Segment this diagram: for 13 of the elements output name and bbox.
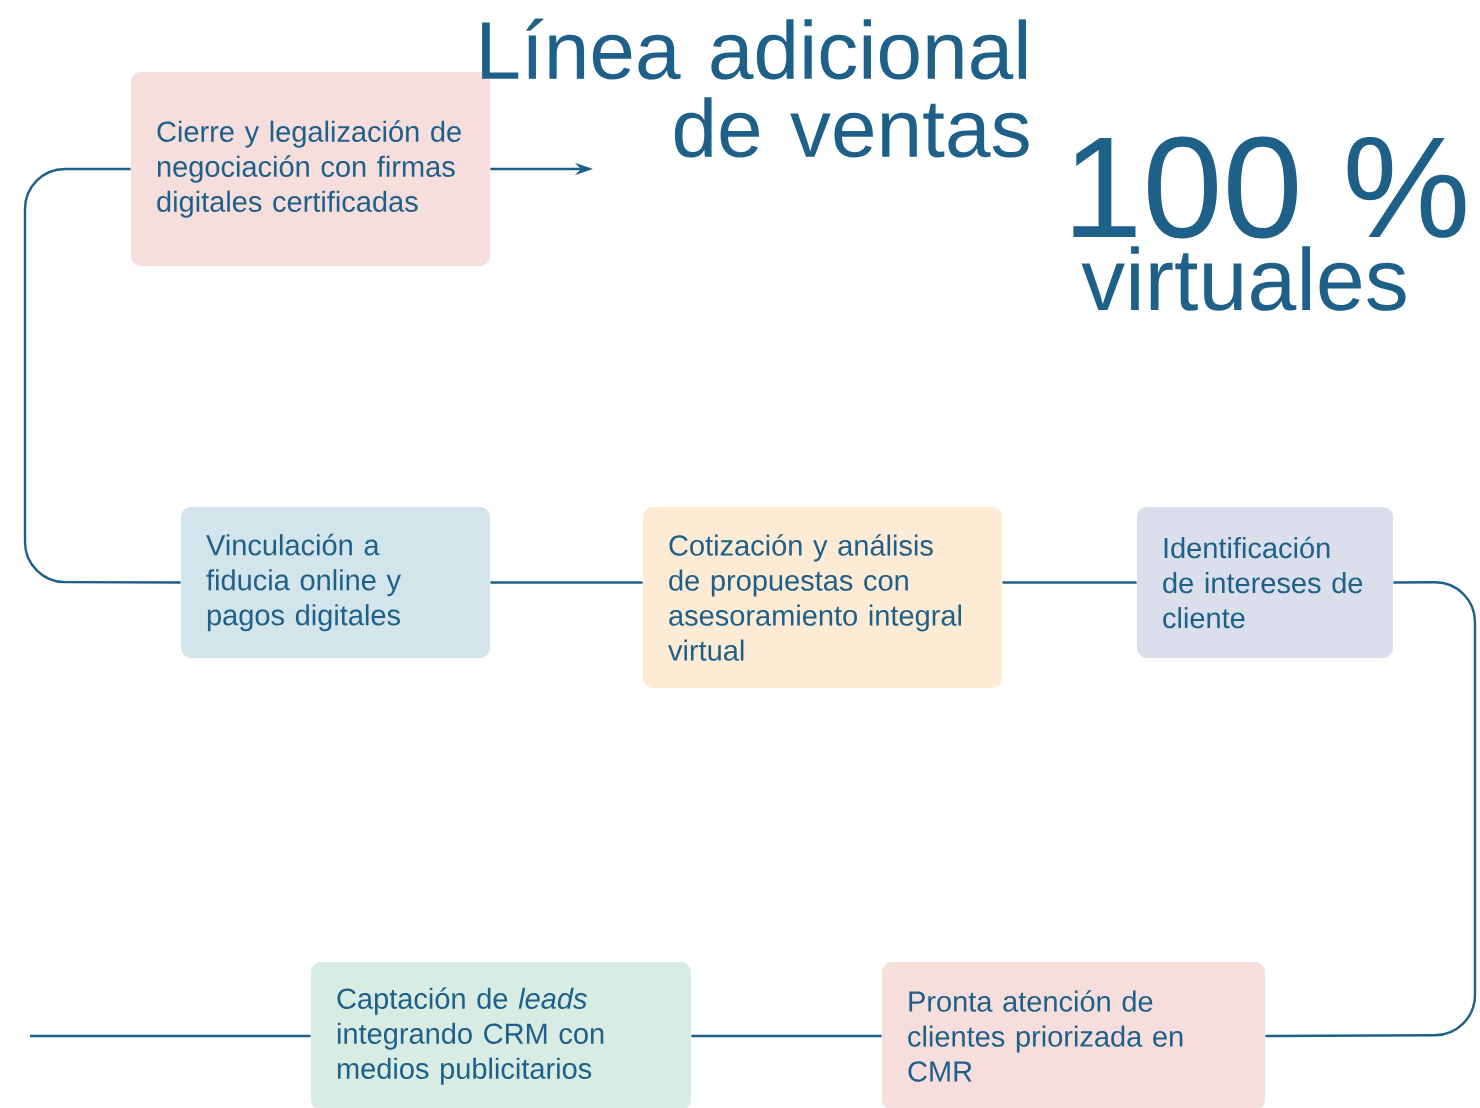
process-box: Vinculación a fiducia online y pagos digitales <box>181 507 490 658</box>
connector-line <box>691 1034 882 1038</box>
connector-line <box>23 167 181 584</box>
process-box: Cotización y análisis de propuestas con asesoramiento integral virtual <box>643 507 1002 688</box>
heading-text: 100 % <box>1073 136 1466 239</box>
connector-line <box>30 1034 311 1038</box>
process-box: Pronta atención de clientes priorizada en CMR <box>882 962 1265 1108</box>
connector-line <box>490 581 643 584</box>
process-box: Identificación de intereses de cliente <box>1137 507 1393 658</box>
heading-text: virtuales <box>1081 246 1406 311</box>
process-box: Captación de leads integrando CRM con medios publicitarios <box>311 962 691 1108</box>
connector-line <box>1002 581 1137 584</box>
connector-line <box>1265 581 1477 1038</box>
